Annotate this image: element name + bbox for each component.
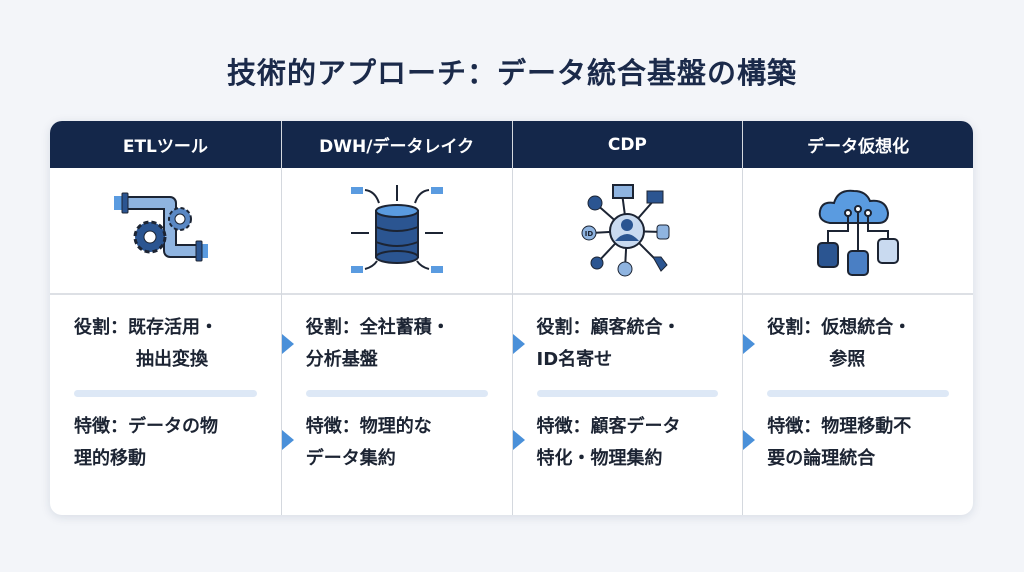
database-ingest-icon [350, 184, 443, 273]
divider [767, 390, 949, 397]
divider [305, 390, 488, 397]
arrow-right-icon [281, 430, 294, 450]
column-header: ETLツール [50, 121, 281, 168]
column-cdp: CDP ID 役割：顧客統合・ID名寄せ 特徴：顧客データ特化・物理集約 [511, 121, 743, 515]
feature-text: 特徴：データの物理的移動 [74, 416, 218, 469]
arrow-right-icon [281, 334, 294, 354]
svg-text:ID: ID [585, 230, 594, 238]
column-header: データ仮想化 [743, 121, 973, 168]
feature-text: 特徴：物理移動不要の論理統合 [767, 416, 912, 469]
customer-hub-icon: ID [581, 183, 670, 276]
pipeline-gears-icon [114, 192, 209, 261]
column-virtualization: データ仮想化 役割：仮想統合・参照 特徴：物理移動不要の論理統合 [742, 121, 973, 515]
role-text: 役割：仮想統合・参照 [767, 317, 912, 370]
comparison-table: ETLツール 役割：既存活用・抽出変換 特徴：データの物理的移動 DWH/データ… [50, 121, 973, 515]
divider [74, 390, 257, 397]
cloud-databases-icon [817, 189, 900, 276]
role-text: 役割：既存活用・抽出変換 [74, 317, 218, 370]
arrow-right-icon [512, 430, 525, 450]
feature-text: 特徴：顧客データ特化・物理集約 [536, 416, 681, 469]
arrow-right-icon [743, 430, 756, 450]
arrow-right-icon [512, 334, 525, 354]
column-header: DWH/データレイク [281, 121, 512, 168]
column-header: CDP [512, 121, 743, 168]
role-text: 役割：顧客統合・ID名寄せ [536, 317, 681, 370]
page-title: 技術的アプローチ：データ統合基盤の構築 [226, 56, 797, 90]
role-text: 役割：全社蓄積・分析基盤 [305, 317, 450, 370]
divider [536, 390, 719, 397]
arrow-right-icon [743, 334, 756, 354]
column-etl: ETLツール 役割：既存活用・抽出変換 特徴：データの物理的移動 [50, 121, 281, 515]
column-dwh: DWH/データレイク 役割：全社蓄積・分析基盤 特徴：物理的なデータ集約 [280, 121, 512, 515]
feature-text: 特徴：物理的なデータ集約 [305, 416, 432, 469]
